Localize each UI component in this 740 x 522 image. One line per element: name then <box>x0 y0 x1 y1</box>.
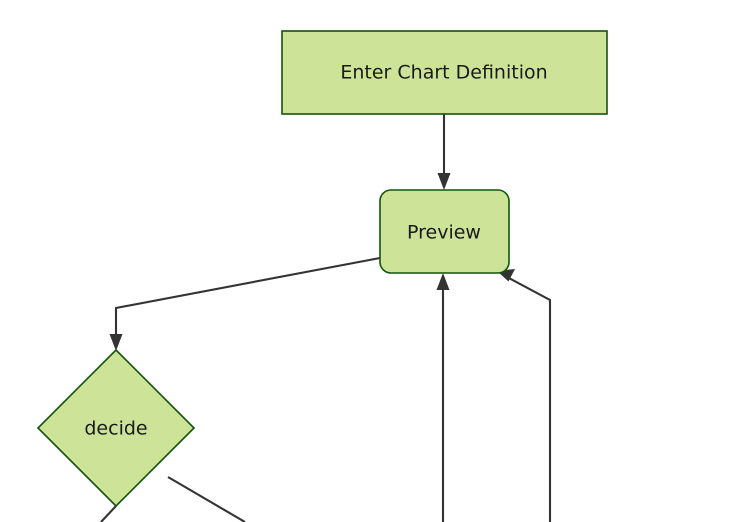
edge-enter-to-preview <box>437 114 451 190</box>
node-enter-chart-definition[interactable]: Enter Chart Definition <box>281 30 608 115</box>
node-label-decide: decide <box>84 418 147 440</box>
edge-line <box>114 256 381 341</box>
edge-decide-right-out <box>167 476 246 522</box>
node-label-preview: Preview <box>407 222 481 244</box>
edge-line <box>167 476 246 522</box>
arrowhead-icon <box>437 173 451 190</box>
node-diamond[interactable] <box>36 348 196 508</box>
node-decide[interactable]: decide <box>36 348 196 508</box>
node-rounded-rectangle[interactable] <box>379 189 510 274</box>
edge-line <box>506 276 552 522</box>
node-rectangle[interactable] <box>281 30 608 115</box>
node-label-enter-chart-definition: Enter Chart Definition <box>340 62 547 84</box>
edge-return-right-to-preview <box>497 269 552 522</box>
edge-line <box>100 505 117 522</box>
node-preview[interactable]: Preview <box>379 189 510 274</box>
edge-preview-to-decide <box>109 256 381 351</box>
arrowhead-icon <box>109 334 123 351</box>
arrowhead-icon <box>436 273 450 290</box>
edge-decide-bottom-out <box>100 505 117 522</box>
edge-return-center-to-preview <box>436 273 450 522</box>
